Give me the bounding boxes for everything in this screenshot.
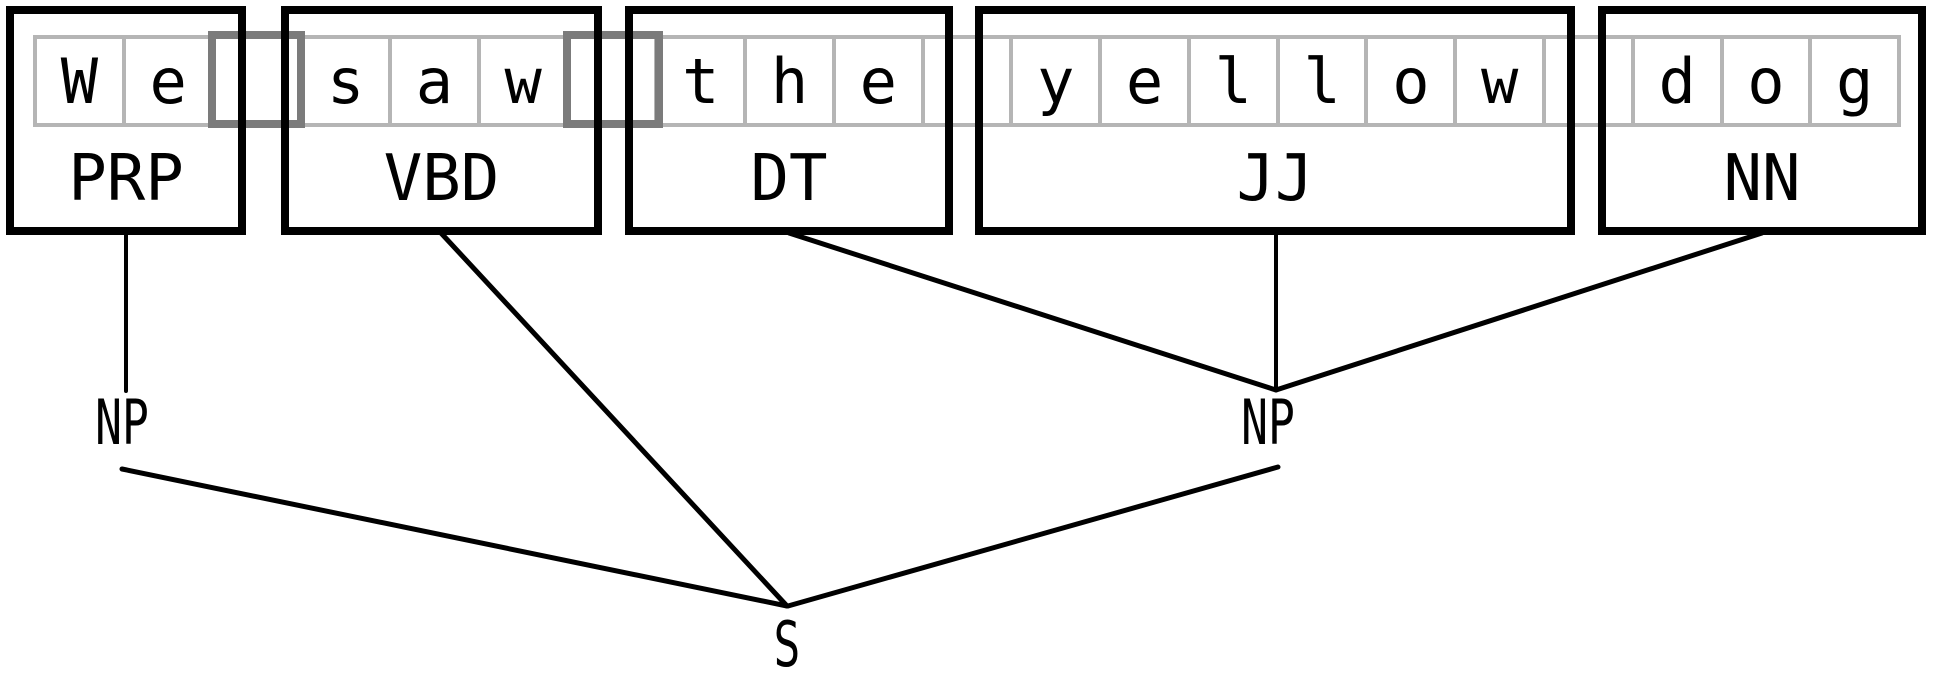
char-cell-0: W	[37, 39, 126, 123]
edge-dt-to-np2	[786, 230, 1279, 393]
char-cell-20: g	[1836, 44, 1874, 118]
space-cell-17	[1546, 39, 1635, 123]
char-cell-3: s	[303, 39, 393, 123]
s-root-node: S	[773, 608, 801, 681]
pos-tag-prp: PRP	[68, 141, 184, 216]
space-separator-box-2	[563, 31, 663, 128]
char-cell-4: a	[392, 39, 481, 123]
char-cell-11: y	[1013, 39, 1103, 123]
char-cell-18: d	[1635, 39, 1724, 123]
space-separator-box-1	[208, 31, 305, 128]
space-cell-10	[925, 39, 1014, 123]
pos-tag-nn: NN	[1723, 141, 1801, 216]
edge-vbd-to-s	[438, 230, 790, 609]
char-cell-13: l	[1191, 39, 1280, 123]
char-cell-19: o	[1724, 39, 1813, 123]
pos-tag-dt: DT	[750, 141, 828, 216]
token-box-the: DT	[625, 6, 953, 235]
edge-nn-to-np2	[1273, 230, 1765, 393]
edge-np2-to-s	[785, 464, 1281, 609]
char-cell-15: o	[1368, 39, 1458, 123]
edge-np1-to-s	[119, 466, 790, 609]
char-cell-9: e	[836, 39, 925, 123]
pos-tag-jj: JJ	[1236, 141, 1314, 216]
np-node-left: NP	[95, 386, 149, 459]
pos-tag-vbd: VBD	[383, 141, 500, 216]
token-box-we: PRP	[6, 6, 246, 235]
np-node-right: NP	[1241, 386, 1295, 459]
char-cell-12: e	[1102, 39, 1191, 123]
char-cell-7: t	[658, 39, 748, 123]
token-box-yellow: JJ	[975, 6, 1575, 235]
char-cell-16: w	[1457, 39, 1547, 123]
char-cell-8: h	[747, 39, 836, 123]
token-box-dog: NN	[1598, 6, 1926, 235]
char-cell-14: l	[1280, 39, 1369, 123]
token-box-saw: VBD	[281, 6, 602, 235]
character-strip: W e s a w t h e y e l l o w d o g	[33, 35, 1901, 127]
